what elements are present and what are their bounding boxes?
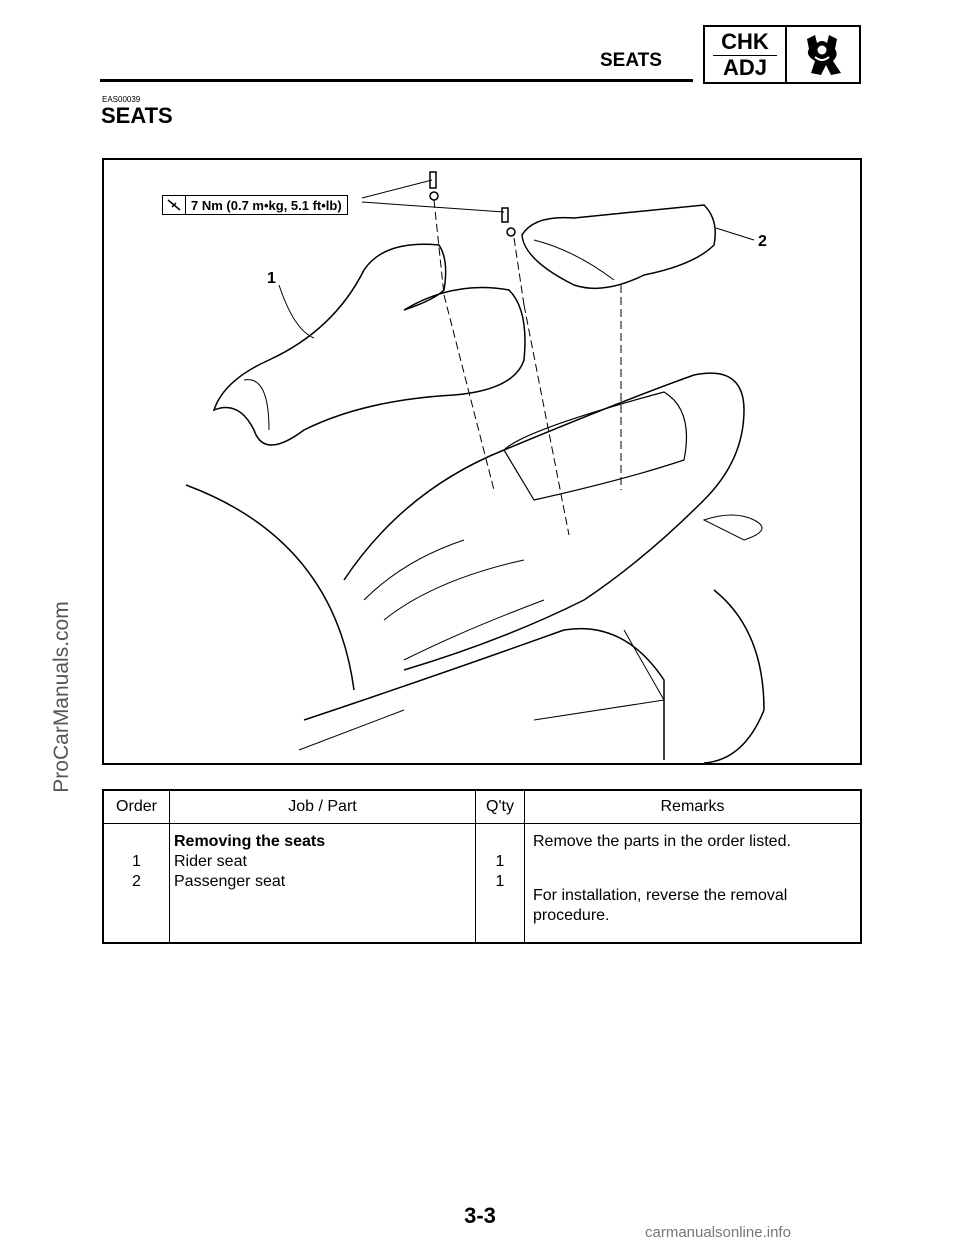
col-job-part: Job / Part — [169, 789, 476, 824]
torque-wrench-icon — [163, 196, 186, 214]
part-rider-seat: Rider seat — [174, 853, 247, 870]
torque-value: 7 Nm (0.7 m•kg, 5.1 ft•lb) — [191, 197, 342, 213]
badge-adj: ADJ — [722, 55, 767, 80]
header-section-title: SEATS — [600, 50, 662, 71]
col-qty: Q'ty — [475, 789, 525, 824]
callout-1: 1 — [267, 270, 276, 287]
qty-1: 1 — [495, 853, 505, 870]
chk-adj-badge: CHK ADJ — [703, 25, 861, 84]
torque-spec-label: 7 Nm (0.7 m•kg, 5.1 ft•lb) — [162, 195, 348, 215]
watermark-bottom: carmanualsonline.info — [645, 1224, 791, 1241]
section-title: SEATS — [101, 103, 173, 128]
job-title: Removing the seats — [174, 833, 326, 850]
seat-removal-diagram: 7 Nm (0.7 m•kg, 5.1 ft•lb) 1 2 — [102, 158, 862, 765]
table-row: 1 2 Removing the seats Rider seat Passen… — [102, 823, 862, 943]
badge-chk: CHK — [713, 30, 777, 56]
part-passenger-seat: Passenger seat — [174, 873, 286, 890]
motorcycle-seats-illustration — [185, 171, 765, 763]
remark-installation: For installation, reverse the removal pr… — [533, 887, 788, 924]
qty-2: 1 — [495, 873, 505, 890]
watermark-left: ProCarManuals.com — [50, 601, 73, 793]
col-order: Order — [102, 789, 170, 824]
job-table: Order Job / Part Q'ty Remarks 1 2 Removi… — [102, 789, 862, 944]
col-remarks: Remarks — [524, 789, 862, 824]
section-code: EAS00039 — [102, 95, 141, 104]
order-1: 1 — [132, 853, 141, 870]
wrench-person-icon — [807, 35, 841, 75]
callout-2: 2 — [758, 233, 767, 250]
header-rule — [100, 79, 693, 82]
remark-order: Remove the parts in the order listed. — [533, 833, 791, 850]
order-2: 2 — [132, 873, 141, 890]
page-number: 3-3 — [464, 1203, 496, 1228]
